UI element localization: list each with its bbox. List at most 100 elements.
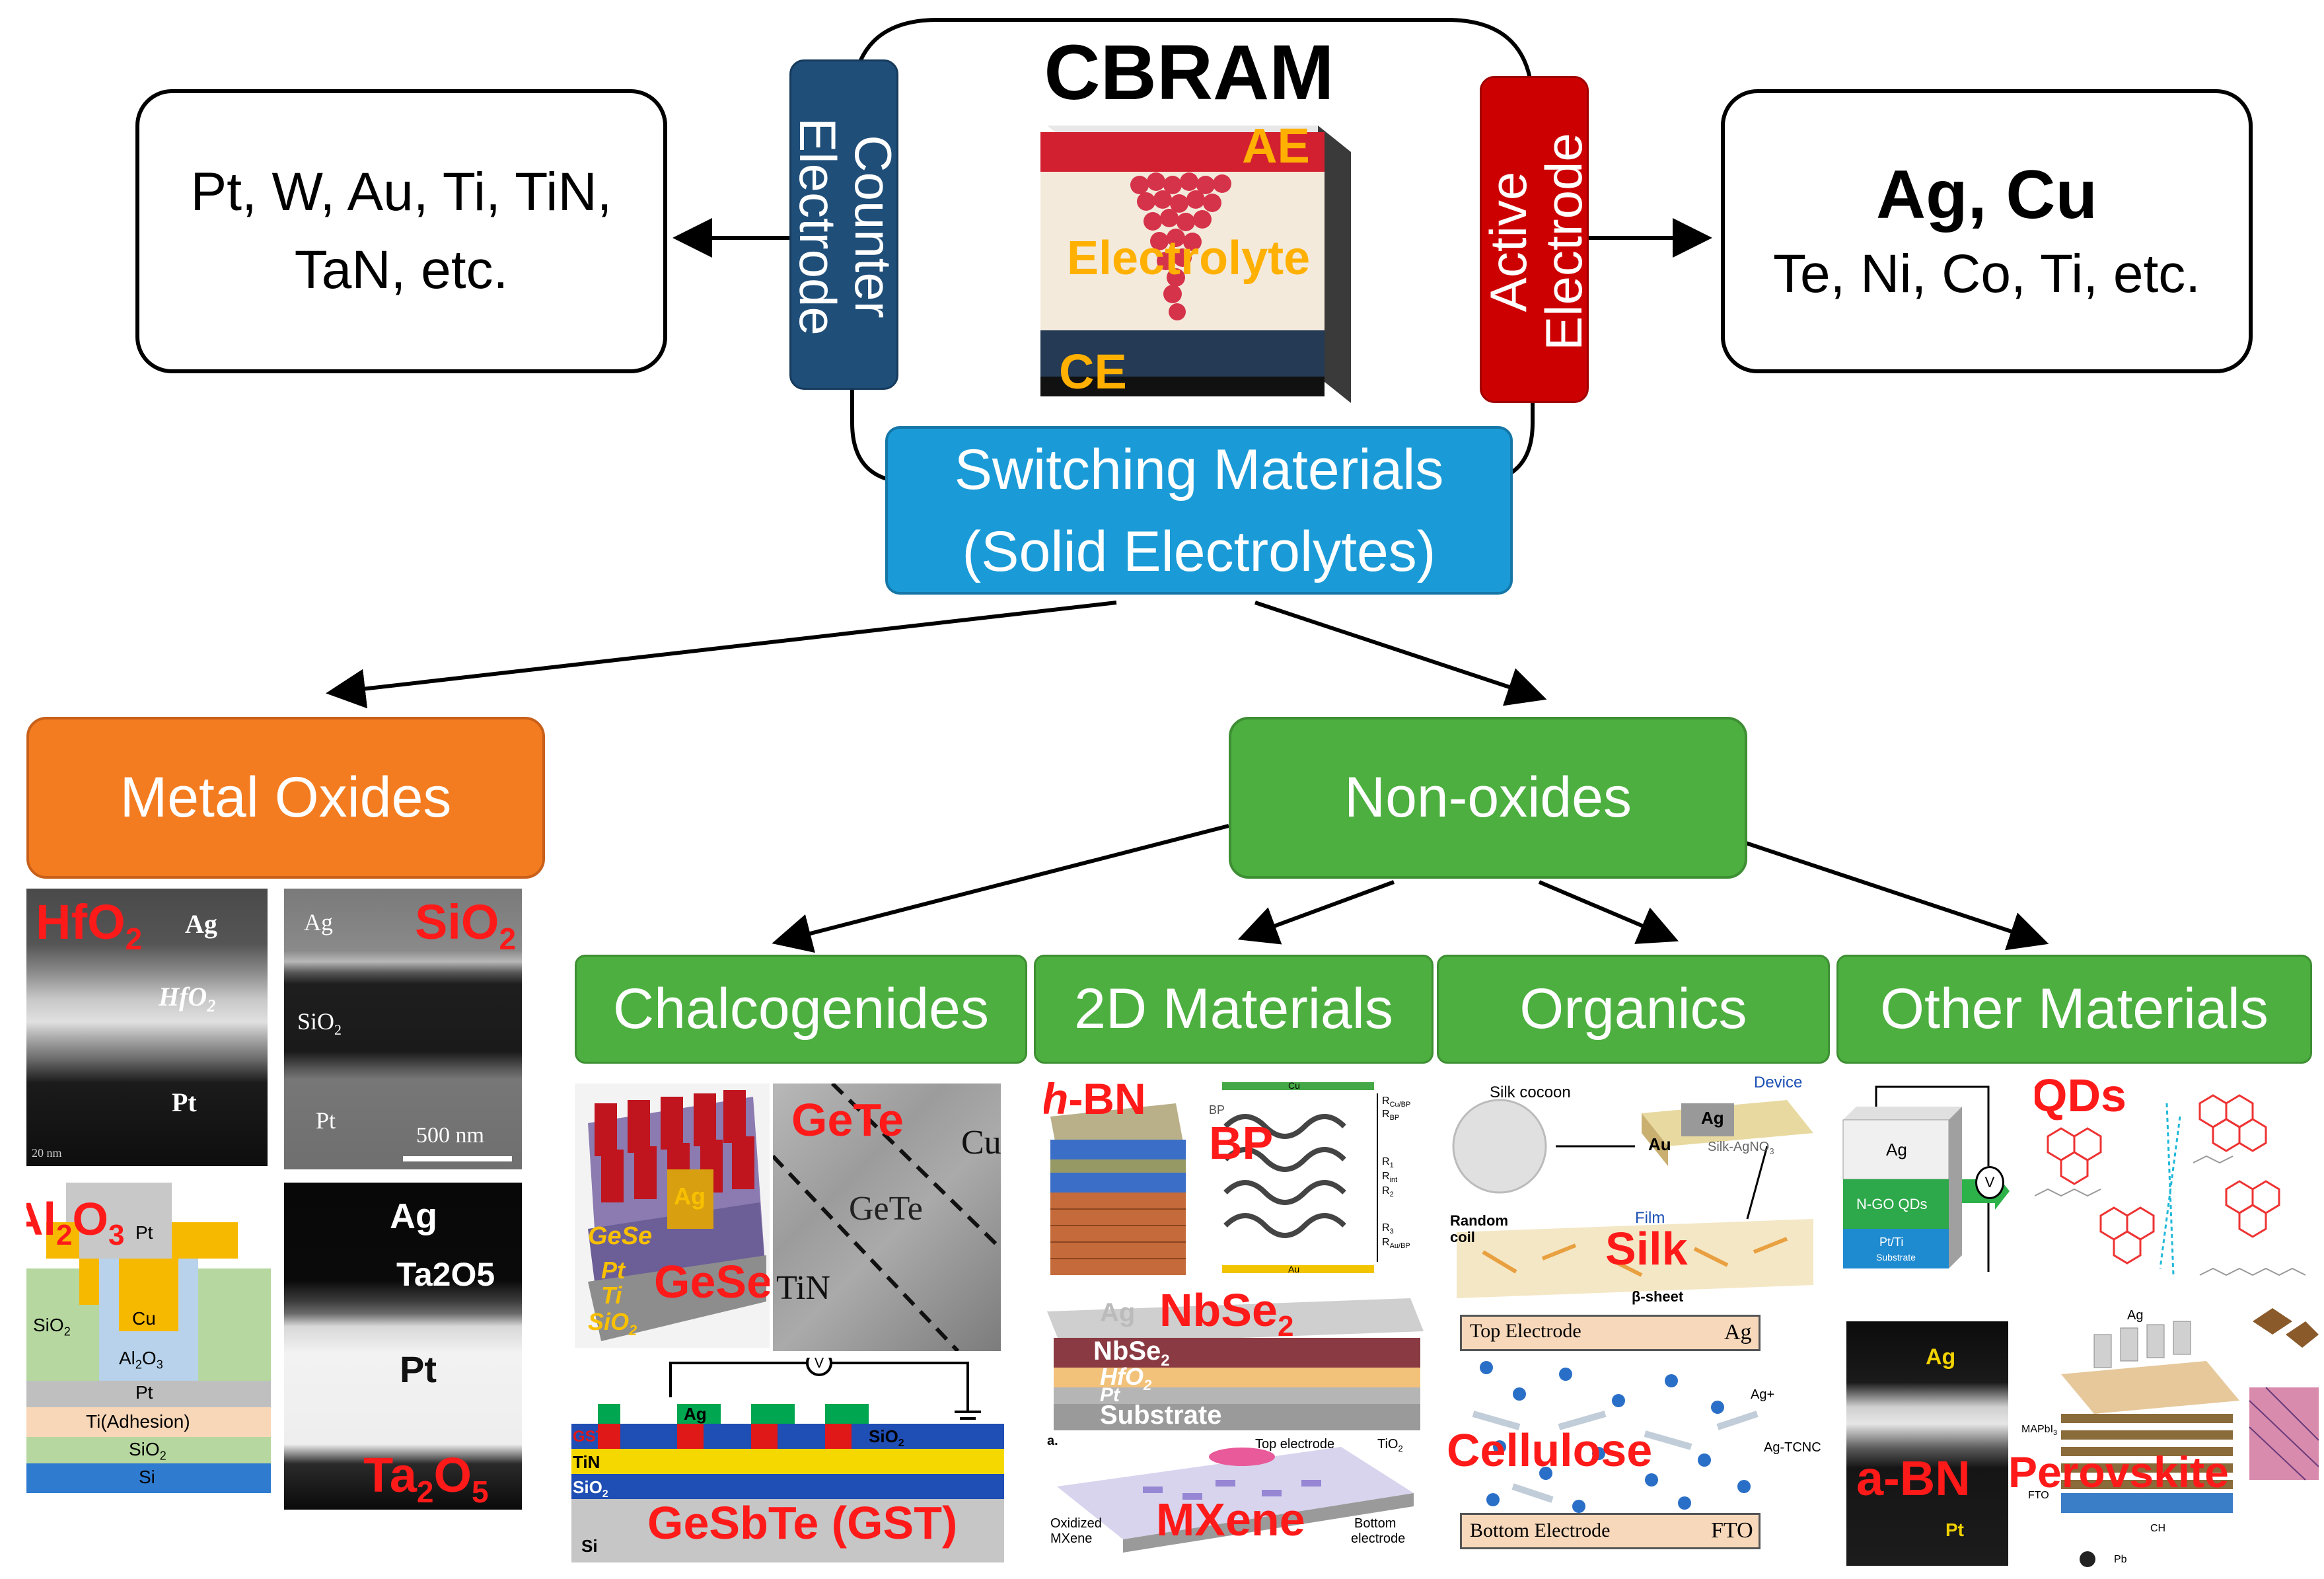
bp-img-r7: RAu/BP — [1382, 1237, 1410, 1251]
other-materials-box: Other Materials — [1836, 955, 2312, 1064]
sio2-img-layer: SiO2 — [297, 1008, 342, 1039]
gete-img-cu: Cu — [961, 1124, 1001, 1161]
sio2-scale-bar — [403, 1156, 512, 1161]
gete-img-tin: TiN — [776, 1269, 830, 1307]
cellulose-tag: Cellulose — [1447, 1424, 1653, 1476]
bp-img-r1: RCu/BP — [1382, 1095, 1411, 1109]
nbse2-img-pt: Pt — [1100, 1384, 1120, 1406]
bp-img-r5: R2 — [1382, 1185, 1394, 1199]
counter-electrode-label: Counter Electrode — [789, 118, 902, 336]
ta2o5-img-layer: Ta2O5 — [396, 1256, 495, 1293]
al2o3-pt-top: Pt — [135, 1222, 153, 1243]
metal-oxides-label: Metal Oxides — [120, 766, 452, 829]
gete-tag: GeTe — [791, 1094, 904, 1146]
active-electrode-materials-box: Ag, Cu Te, Ni, Co, Ti, etc. — [1721, 89, 2253, 373]
bp-img-r3: R1 — [1382, 1156, 1394, 1170]
cellulose-device-image: Top Electrode Ag Ag+ Ag-TCNC Bottom Elec… — [1447, 1315, 1833, 1559]
non-oxides-box: Non-oxides — [1229, 717, 1747, 879]
counter-materials-line2: TaN, etc. — [294, 240, 509, 300]
mxene-device-image: a. Top electrode TiO2 Oxidized MXene Bot… — [1044, 1434, 1427, 1559]
mxene-tag: MXene — [1156, 1494, 1305, 1545]
non-oxides-label: Non-oxides — [1344, 766, 1632, 829]
counter-electrode-bar: Counter Electrode — [789, 59, 902, 390]
mxene-img-electrode: electrode — [1351, 1531, 1406, 1546]
arrow-to-2d — [1237, 880, 1395, 945]
hfo2-img-ag: Ag — [185, 909, 217, 939]
mxene-img-tio2: TiO2 — [1377, 1437, 1403, 1453]
qds-img-ag: Ag — [1886, 1140, 1907, 1159]
cellulose-img-bottom: Bottom Electrode — [1470, 1520, 1611, 1541]
qds-device-image: V Ag N-GO QDs Pt/Ti Substrate — [1836, 1074, 2028, 1292]
bp-tag: BP — [1209, 1117, 1274, 1169]
abn-img-pt: Pt — [1945, 1520, 1964, 1540]
two-d-label: 2D Materials — [1074, 977, 1393, 1041]
al2o3-cu: Cu — [132, 1308, 156, 1329]
al2o3-ti: Ti(Adhesion) — [86, 1411, 190, 1432]
bp-structure-image: BP RCu/BP RBP R1 Rint R2 R3 RAu/BP Cu Au… — [1209, 1077, 1420, 1278]
counter-materials-line1: Pt, W, Au, Ti, TiN, — [190, 162, 612, 222]
ta2o5-tag: Ta2O5 — [363, 1448, 489, 1509]
gst-img-ag: Ag — [684, 1404, 707, 1424]
cellulose-img-agtcnc: Ag-TCNC — [1764, 1440, 1821, 1455]
organics-box: Organics — [1437, 955, 1830, 1064]
nbse2-img-ag: Ag — [1100, 1298, 1136, 1327]
qds-molecule-image: QDs — [2035, 1077, 2312, 1295]
hfo2-img-scale: 20 nm — [32, 1146, 62, 1159]
silk-img-beta: β-sheet — [1632, 1288, 1684, 1305]
silk-img-cocoon: Silk cocoon — [1490, 1083, 1571, 1101]
active-electrode-label: Active Electrode — [1479, 133, 1593, 351]
gst-img-sio2: SiO2 — [869, 1426, 904, 1450]
mxene-img-mx: MXene — [1050, 1531, 1093, 1546]
qds-img-ptti: Pt/Ti — [1879, 1235, 1904, 1249]
hbn-crystal-image: h-BN — [1044, 1077, 1192, 1278]
mxene-img-top: Top electrode — [1255, 1437, 1335, 1451]
gete-img-gete: GeTe — [849, 1190, 923, 1228]
gst-img-si: Si — [581, 1536, 598, 1556]
hbn-tag: h-BN — [1044, 1077, 1146, 1123]
nbse2-img-substrate: Substrate — [1100, 1401, 1222, 1430]
silk-tag: Silk — [1605, 1223, 1688, 1274]
sio2-img-pt: Pt — [316, 1107, 336, 1134]
hfo2-tag: HfO2 — [36, 895, 143, 956]
nbse2-img-hfo2: HfO2 — [1100, 1363, 1152, 1394]
switching-materials-box: Switching Materials (Solid Electrolytes) — [885, 426, 1513, 595]
silk-device-image: Silk cocoon Device Ag Au Silk-AgNO3 Film… — [1443, 1074, 1833, 1308]
chalcogenides-box: Chalcogenides — [575, 955, 1027, 1064]
active-electrode-bar: Active Electrode — [1479, 76, 1593, 403]
arrow-to-chalcogenides — [772, 824, 1229, 953]
sio2-tag: SiO2 — [415, 895, 517, 956]
cellulose-top-electrode — [1460, 1315, 1761, 1351]
active-materials-line2: Te, Ni, Co, Ti, etc. — [1772, 244, 2201, 304]
qds-img-substrate: Substrate — [1876, 1252, 1916, 1263]
abn-tem-image: Ag Pt a-BN — [1846, 1321, 2008, 1566]
other-label: Other Materials — [1880, 977, 2269, 1041]
al2o3-schematic: Pt SiO2 Cu Al2O3 Pt Ti(Adhesion) SiO2 Si… — [26, 1183, 271, 1513]
gst-device-schematic: V Ag GST SiO2 TiN SiO2 Si GeSbTe (GST) — [571, 1358, 1004, 1562]
gese-img-ag: Ag — [674, 1183, 706, 1210]
bp-img-cu: Cu — [1288, 1080, 1300, 1091]
hfo2-img-layer: HfO2 — [159, 982, 216, 1015]
arrow-to-metal-oxides — [326, 601, 1117, 709]
cellulose-bottom-electrode — [1460, 1513, 1761, 1549]
cbram-device-illustration: AE Electrolyte CE — [1040, 118, 1358, 416]
abn-img-ag: Ag — [1926, 1344, 1956, 1370]
sio2-img-ag: Ag — [304, 909, 333, 936]
bp-img-bp: BP — [1209, 1103, 1225, 1117]
ta2o5-tem-image: Ag Ta2O5 Pt Ta2O5 — [284, 1183, 522, 1510]
silk-img-au: Au — [1648, 1134, 1671, 1154]
gst-img-gst: GST — [573, 1428, 606, 1446]
arrow-to-other — [1743, 840, 2049, 951]
gst-img-sio2-b: SiO2 — [573, 1477, 608, 1500]
bp-img-r6: R3 — [1382, 1222, 1394, 1236]
arrow-to-non-oxides — [1254, 601, 1547, 706]
cellulose-img-ag: Ag — [1724, 1320, 1752, 1344]
cellulose-img-agp: Ag+ — [1751, 1387, 1775, 1402]
al2o3-sio2: SiO2 — [33, 1315, 71, 1339]
silk-img-silkag: Silk-AgNO3 — [1708, 1140, 1774, 1156]
cellulose-img-fto: FTO — [1711, 1518, 1753, 1543]
organics-label: Organics — [1519, 977, 1747, 1041]
perov-img-ag: Ag — [2127, 1308, 2144, 1323]
chalcogenides-label: Chalcogenides — [613, 977, 989, 1041]
mxene-img-a: a. — [1047, 1434, 1058, 1448]
switching-line2: (Solid Electrolytes) — [962, 519, 1436, 583]
